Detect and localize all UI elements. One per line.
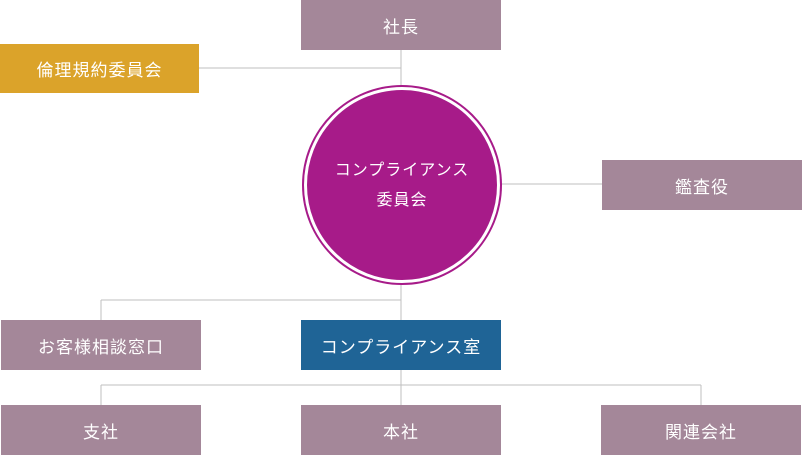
- president-label: 社長: [383, 17, 419, 38]
- compliance-office-label: コンプライアンス室: [320, 337, 482, 358]
- branch-box: 支社: [1, 405, 201, 455]
- ethics-committee-label: 倫理規約委員会: [36, 61, 163, 81]
- head-office-box: 本社: [301, 405, 501, 455]
- compliance-committee-label-line1: コンプライアンス: [334, 160, 470, 179]
- compliance-office-box: コンプライアンス室: [301, 320, 501, 370]
- affiliates-label: 関連会社: [665, 422, 737, 443]
- affiliates-box: 関連会社: [601, 405, 801, 455]
- president-box: 社長: [301, 0, 501, 50]
- branch-label: 支社: [83, 422, 119, 443]
- ethics-committee-box: 倫理規約委員会: [0, 44, 199, 93]
- compliance-committee-label-line2: 委員会: [376, 190, 428, 209]
- customer-desk-label: お客様相談窓口: [38, 337, 164, 358]
- customer-desk-box: お客様相談窓口: [1, 320, 201, 370]
- auditor-label: 鑑査役: [675, 177, 729, 198]
- auditor-box: 鑑査役: [602, 160, 802, 210]
- head-office-label: 本社: [383, 422, 419, 443]
- compliance-committee-circle: コンプライアンス 委員会: [304, 87, 500, 283]
